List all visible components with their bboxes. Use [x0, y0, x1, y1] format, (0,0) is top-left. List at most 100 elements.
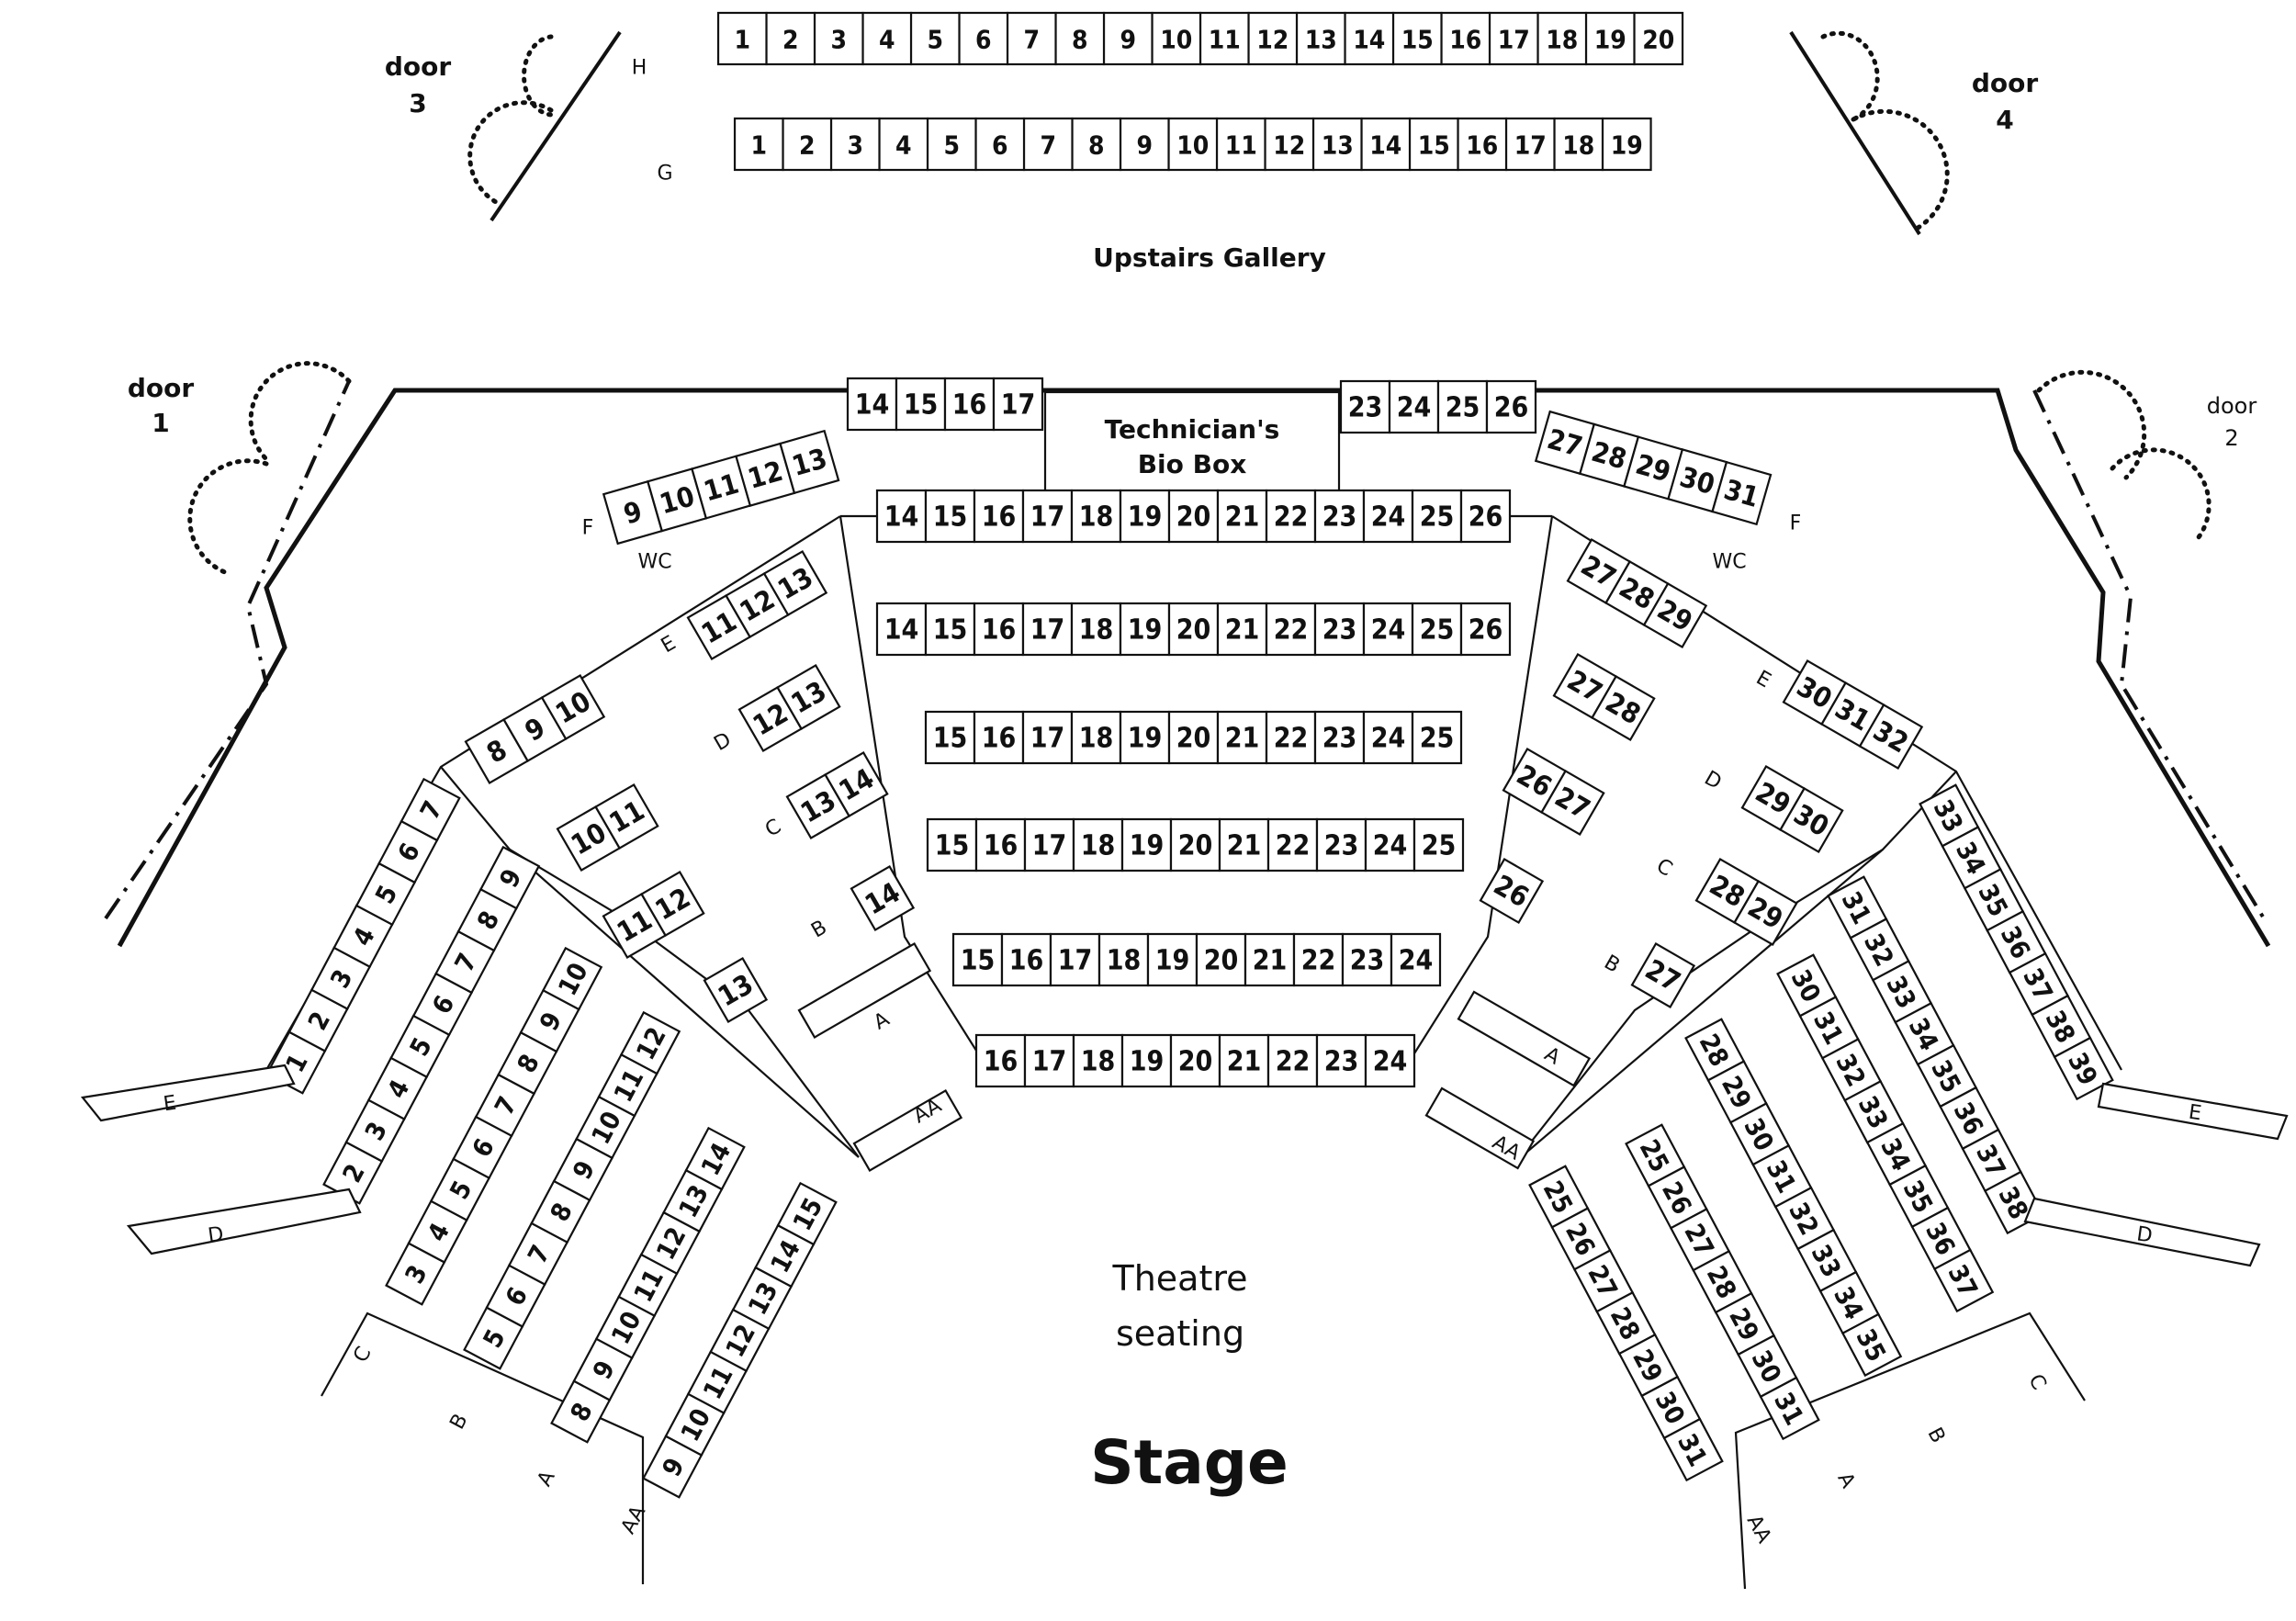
seat-C-23[interactable]: 23	[1313, 710, 1366, 765]
seat-gallery-H-2[interactable]: 2	[765, 11, 816, 66]
seat-AA-right-wing-31[interactable]: 31	[1662, 1417, 1724, 1482]
seat-gallery-H-18[interactable]: 18	[1536, 11, 1588, 66]
seat-A-21[interactable]: 21	[1244, 932, 1296, 987]
seat-A-left-wing-8[interactable]: 8	[550, 1379, 612, 1444]
seat-AA-left-wing-13[interactable]: 13	[731, 1266, 793, 1331]
seat-gallery-G-12[interactable]: 12	[1264, 117, 1315, 172]
seat-C-17[interactable]: 17	[1021, 710, 1074, 765]
seat-A-left-wing-14[interactable]: 14	[684, 1126, 746, 1191]
seat-A-18[interactable]: 18	[1097, 932, 1150, 987]
seat-C-right-wing-30[interactable]: 30	[1776, 953, 1838, 1018]
seat-A-right-wing-31[interactable]: 31	[1759, 1376, 1820, 1441]
seat-C-left-wing-5[interactable]: 5	[429, 1157, 491, 1221]
seat-AA-16[interactable]: 16	[974, 1033, 1027, 1088]
seat-AA-right-wing-25[interactable]: 25	[1528, 1165, 1590, 1229]
seat-E-right-wing-37[interactable]: 37	[2008, 951, 2070, 1017]
seat-D-left-13[interactable]: 13	[776, 663, 841, 731]
seat-E-21[interactable]: 21	[1216, 489, 1268, 544]
seat-gallery-G-9[interactable]: 9	[1119, 117, 1170, 172]
seat-F-16[interactable]: 16	[943, 377, 996, 432]
seat-AA-left-wing-12[interactable]: 12	[709, 1308, 771, 1373]
seat-C-15[interactable]: 15	[924, 710, 976, 765]
seat-B-16[interactable]: 16	[974, 817, 1027, 872]
seat-B-left-14[interactable]: 14	[850, 864, 916, 932]
seat-B-left-wing-7[interactable]: 7	[507, 1221, 569, 1286]
seat-D-21[interactable]: 21	[1216, 602, 1268, 657]
seat-B-20[interactable]: 20	[1169, 817, 1221, 872]
seat-F-25[interactable]: 25	[1436, 379, 1489, 434]
seat-E-right-wing-39[interactable]: 39	[2053, 1036, 2114, 1101]
seat-B-right-27[interactable]: 27	[1630, 941, 1696, 1009]
seat-D-left-wing-9[interactable]: 9	[478, 845, 541, 910]
seat-D-left-11[interactable]: 11	[594, 782, 659, 850]
seat-C-right-wing-31[interactable]: 31	[1798, 996, 1860, 1060]
seat-gallery-H-9[interactable]: 9	[1102, 11, 1154, 66]
seat-E-left-wing-4[interactable]: 4	[332, 904, 394, 969]
seat-E-left-wing-7[interactable]: 7	[400, 777, 461, 842]
seat-AA-20[interactable]: 20	[1169, 1033, 1221, 1088]
seat-A-19[interactable]: 19	[1146, 932, 1199, 987]
seat-A-24[interactable]: 24	[1390, 932, 1442, 987]
seat-E-22[interactable]: 22	[1265, 489, 1317, 544]
seat-B-23[interactable]: 23	[1315, 817, 1367, 872]
seat-gallery-G-15[interactable]: 15	[1408, 117, 1459, 172]
seat-AA-right-wing-30[interactable]: 30	[1640, 1375, 1702, 1440]
seat-gallery-G-19[interactable]: 19	[1601, 117, 1652, 172]
seat-gallery-H-14[interactable]: 14	[1344, 11, 1395, 66]
seat-gallery-H-7[interactable]: 7	[1006, 11, 1057, 66]
seat-gallery-G-14[interactable]: 14	[1360, 117, 1412, 172]
seat-E-right-wing-38[interactable]: 38	[2031, 994, 2092, 1059]
seat-B-18[interactable]: 18	[1072, 817, 1124, 872]
seat-C-left-wing-8[interactable]: 8	[497, 1030, 558, 1096]
seat-B-right-26[interactable]: 26	[1479, 857, 1545, 925]
seat-C-21[interactable]: 21	[1216, 710, 1268, 765]
seat-gallery-H-13[interactable]: 13	[1295, 11, 1346, 66]
seat-B-17[interactable]: 17	[1023, 817, 1075, 872]
seat-F-23[interactable]: 23	[1339, 379, 1391, 434]
seat-B-left-wing-12[interactable]: 12	[619, 1010, 681, 1075]
seat-F-left-13[interactable]: 13	[779, 429, 840, 495]
seat-C-right-wing-32[interactable]: 32	[1820, 1038, 1883, 1102]
seat-B-right-wing-28[interactable]: 28	[1684, 1018, 1746, 1082]
seat-gallery-H-6[interactable]: 6	[958, 11, 1009, 66]
seat-AA-22[interactable]: 22	[1266, 1033, 1319, 1088]
seat-E-17[interactable]: 17	[1021, 489, 1074, 544]
seat-B-21[interactable]: 21	[1218, 817, 1270, 872]
seat-C-left-wing-6[interactable]: 6	[452, 1115, 513, 1180]
seat-B-right-wing-29[interactable]: 29	[1706, 1060, 1768, 1124]
seat-E-19[interactable]: 19	[1119, 489, 1171, 544]
seat-gallery-H-1[interactable]: 1	[716, 11, 768, 66]
seat-C-left-12[interactable]: 12	[640, 870, 705, 938]
seat-E-16[interactable]: 16	[973, 489, 1025, 544]
seat-F-24[interactable]: 24	[1388, 379, 1440, 434]
seat-A-16[interactable]: 16	[1000, 932, 1052, 987]
seat-B-24[interactable]: 24	[1364, 817, 1416, 872]
seat-D-right-wing-31[interactable]: 31	[1827, 875, 1888, 940]
seat-C-left-wing-4[interactable]: 4	[407, 1199, 468, 1264]
seat-gallery-G-16[interactable]: 16	[1457, 117, 1508, 172]
seat-C-25[interactable]: 25	[1411, 710, 1463, 765]
seat-B-left-13[interactable]: 13	[703, 956, 769, 1024]
seat-F-17[interactable]: 17	[992, 377, 1044, 432]
seat-A-17[interactable]: 17	[1049, 932, 1101, 987]
seat-E-20[interactable]: 20	[1167, 489, 1220, 544]
seat-AA-23[interactable]: 23	[1315, 1033, 1367, 1088]
seat-E-right-wing-35[interactable]: 35	[1963, 868, 2025, 932]
seat-B-19[interactable]: 19	[1120, 817, 1173, 872]
seat-E-right-wing-33[interactable]: 33	[1919, 783, 1980, 848]
seat-D-26[interactable]: 26	[1459, 602, 1512, 657]
seat-AA-18[interactable]: 18	[1072, 1033, 1124, 1088]
seat-D-right-wing-35[interactable]: 35	[1916, 1043, 1978, 1109]
seat-C-right-wing-34[interactable]: 34	[1865, 1121, 1928, 1187]
seat-A-left-wing-9[interactable]: 9	[572, 1337, 634, 1401]
seat-AA-21[interactable]: 21	[1218, 1033, 1270, 1088]
seat-C-right-wing-33[interactable]: 33	[1843, 1079, 1905, 1144]
seat-B-right-wing-35[interactable]: 35	[1840, 1312, 1903, 1378]
seat-C-right-27[interactable]: 27	[1540, 769, 1605, 837]
seat-E-right-28[interactable]: 28	[1604, 559, 1670, 627]
seat-C-19[interactable]: 19	[1119, 710, 1171, 765]
seat-F-14[interactable]: 14	[846, 377, 898, 432]
seat-F-15[interactable]: 15	[895, 377, 947, 432]
seat-E-14[interactable]: 14	[875, 489, 928, 544]
seat-B-right-wing-34[interactable]: 34	[1818, 1270, 1880, 1335]
